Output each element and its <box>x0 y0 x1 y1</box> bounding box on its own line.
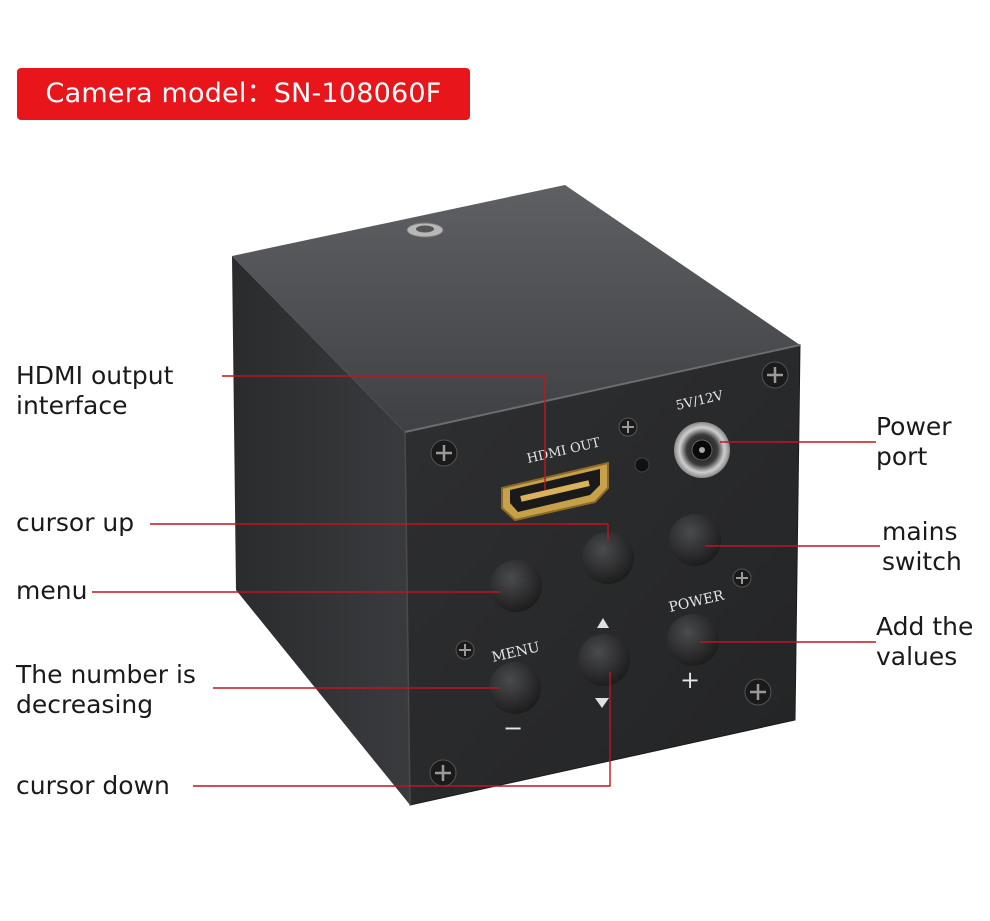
callout-power-port: Power port <box>876 412 952 471</box>
decrease-value-button[interactable] <box>489 662 541 714</box>
screw-icon <box>430 439 458 467</box>
screw-icon <box>732 568 752 588</box>
hdmi-port[interactable] <box>501 461 609 522</box>
screw-icon <box>455 640 475 660</box>
menu-button[interactable] <box>490 560 542 612</box>
mains-switch-button[interactable] <box>669 514 721 566</box>
callout-add-values: Add the values <box>876 612 974 671</box>
dc-power-jack[interactable] <box>674 422 730 478</box>
down-arrow-icon <box>595 698 609 708</box>
cursor-up-button[interactable] <box>582 532 634 584</box>
hdmi-leader-line <box>222 375 546 490</box>
screw-icon <box>744 678 772 706</box>
status-led <box>634 457 650 473</box>
screw-icon <box>429 759 457 787</box>
callout-cursor-up: cursor up <box>16 508 135 537</box>
plus-symbol: + <box>680 666 700 694</box>
add-value-button[interactable] <box>667 614 719 666</box>
callout-number-decreasing: The number is decreasing <box>16 660 196 719</box>
up-arrow-icon <box>597 618 609 628</box>
callout-mains-switch: mains switch <box>882 517 962 576</box>
callout-hdmi-output: HDMI output interface <box>16 361 174 420</box>
camera-side-face <box>232 256 410 805</box>
cursor-down-button[interactable] <box>578 634 630 686</box>
cursor-down-leader-line <box>193 672 611 787</box>
screw-icon <box>618 417 638 437</box>
screw-icon <box>761 361 789 389</box>
callout-cursor-down: cursor down <box>16 771 170 800</box>
camera-top-face <box>232 185 800 432</box>
callout-menu: menu <box>16 576 88 605</box>
camera-model-banner: Camera model：SN-108060F <box>17 68 470 120</box>
minus-symbol: − <box>503 714 523 742</box>
